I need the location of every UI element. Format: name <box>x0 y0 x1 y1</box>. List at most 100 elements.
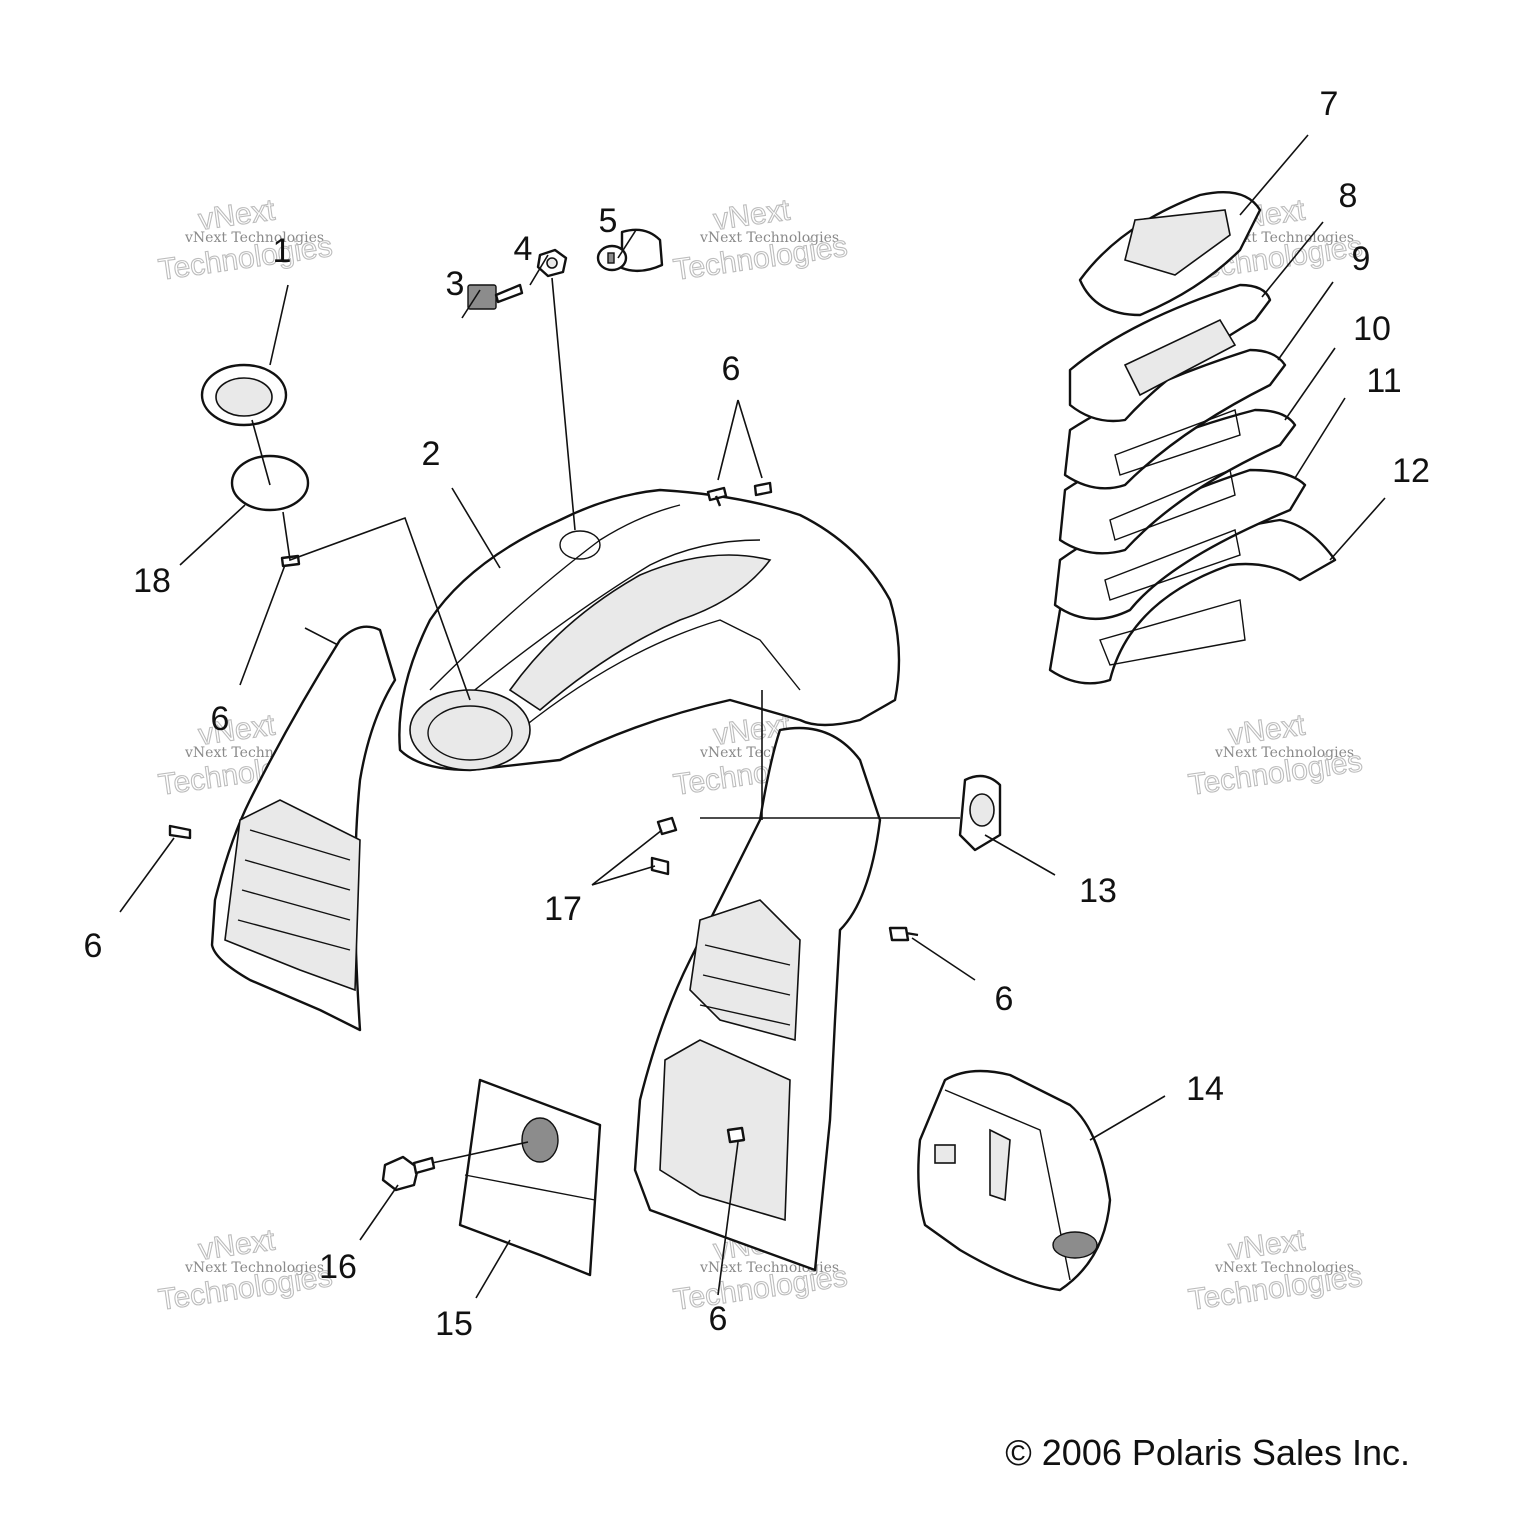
left-louver-1 <box>249 829 351 861</box>
callout-15: 15 <box>435 1305 473 1343</box>
callout-1: 1 <box>273 232 292 270</box>
part-16-plug <box>381 1155 436 1192</box>
box-port <box>1052 1231 1098 1259</box>
rivet-17-b <box>650 856 670 876</box>
bezel-inner <box>215 377 273 417</box>
leader-7 <box>1239 134 1309 216</box>
callout-11: 11 <box>1366 362 1401 400</box>
part-2-hood <box>398 488 901 772</box>
callout-18: 18 <box>133 562 171 600</box>
callout-8: 8 <box>1339 177 1358 215</box>
leader-1 <box>269 284 289 366</box>
leader-10 <box>1284 347 1336 421</box>
leader-2 <box>451 487 501 569</box>
cover-edge <box>464 1174 596 1201</box>
svg-text:vNext Technologies: vNext Technologies <box>184 230 324 246</box>
leader-13 <box>700 817 1056 876</box>
left-louver-2 <box>244 859 351 891</box>
watermark: vNext vNext Technologies Technologies <box>1186 708 1365 803</box>
leader-9 <box>1277 281 1334 361</box>
hood-key-hole <box>559 530 601 560</box>
part-7-window <box>1124 209 1231 276</box>
nut-hole <box>546 257 558 269</box>
lock-slot <box>607 252 615 264</box>
callout-6-top: 6 <box>722 350 741 388</box>
svg-text:vNext Technologies: vNext Technologies <box>184 1260 324 1276</box>
hood-ridge-left <box>429 504 681 691</box>
callout-6-bottomleft: 6 <box>84 927 103 965</box>
box-handle <box>989 1128 1011 1202</box>
copyright-text: © 2006 Polaris Sales Inc. <box>1005 1432 1410 1473</box>
part-9-inner <box>1114 409 1241 476</box>
leader-12 <box>1329 497 1386 561</box>
left-louver-3 <box>241 889 351 921</box>
callout-10: 10 <box>1353 310 1391 348</box>
callout-6-right: 6 <box>995 980 1014 1018</box>
callout-5: 5 <box>599 202 618 240</box>
leader-6-bottom <box>717 1141 739 1296</box>
leader-5 <box>617 229 637 259</box>
callout-7: 7 <box>1320 85 1339 123</box>
watermark: vNext vNext Technologies Technologies <box>156 193 335 288</box>
screw-6-a <box>706 486 728 507</box>
screw-6-b <box>753 481 773 497</box>
part-14-box <box>917 1069 1112 1292</box>
right-louver-1 <box>704 944 791 966</box>
left-louver-frame <box>224 799 361 992</box>
leader-14 <box>1089 1095 1166 1141</box>
leader-3 <box>461 289 481 319</box>
right-pocket <box>659 1039 791 1222</box>
leader-18 <box>179 504 246 566</box>
watermark: vNext vNext Technologies Technologies <box>156 1223 335 1318</box>
hood-gauge-hole <box>409 689 531 771</box>
right-louver-2 <box>702 974 791 996</box>
part-13-bracket <box>958 774 1002 852</box>
callout-4: 4 <box>514 230 533 268</box>
leader-6-top <box>717 399 763 481</box>
part-1-bezel <box>200 363 288 427</box>
part-3-key <box>467 283 524 310</box>
screw-6-d <box>168 824 192 840</box>
panel-stack <box>1048 191 1337 685</box>
callout-17: 17 <box>544 890 582 928</box>
leader-15 <box>475 1239 511 1299</box>
lock-body <box>620 228 664 273</box>
leader-11 <box>1294 397 1346 479</box>
callout-12: 12 <box>1392 452 1430 490</box>
bracket-hole <box>969 793 995 827</box>
callout-9: 9 <box>1352 240 1371 278</box>
callouts: 1 2 3 4 5 6 6 6 6 6 7 8 9 10 11 12 13 14… <box>84 85 1430 1343</box>
part-11-inner <box>1104 529 1241 601</box>
watermark: vNext vNext Technologies Technologies <box>1186 1223 1365 1318</box>
leader-8 <box>1261 221 1324 298</box>
callout-13: 13 <box>1079 872 1117 910</box>
left-side-panel <box>210 625 397 1032</box>
box-tab <box>934 1144 956 1164</box>
plug-head <box>381 1155 420 1192</box>
callout-3: 3 <box>446 265 465 303</box>
part-15-cover <box>458 1078 602 1277</box>
leader-6-bottomleft <box>119 837 175 913</box>
watermark: vNext vNext Technologies Technologies <box>671 193 850 288</box>
hood-vent <box>508 554 772 712</box>
part-4-nut <box>536 248 568 278</box>
svg-text:vNext Technologies: vNext Technologies <box>1214 1260 1354 1276</box>
callout-6-bottom: 6 <box>709 1300 728 1338</box>
part-8-window <box>1123 318 1237 397</box>
box-divider <box>944 1089 1071 1281</box>
right-louver-frame <box>689 899 801 1042</box>
key-head <box>467 284 497 310</box>
rivet-17-a <box>656 816 678 836</box>
leader-6-left <box>239 564 339 686</box>
screw-6-f <box>726 1126 746 1144</box>
leader-17 <box>591 829 663 886</box>
left-louver-4 <box>237 919 351 951</box>
part-12-inner <box>1099 599 1246 666</box>
right-side-panel <box>633 726 882 1272</box>
svg-text:vNext Technologies: vNext Technologies <box>699 230 839 246</box>
leader-1-to-hood <box>251 419 471 701</box>
hood-groove <box>449 539 761 711</box>
leader-16 <box>359 1141 529 1241</box>
right-louver-3 <box>699 1004 791 1026</box>
